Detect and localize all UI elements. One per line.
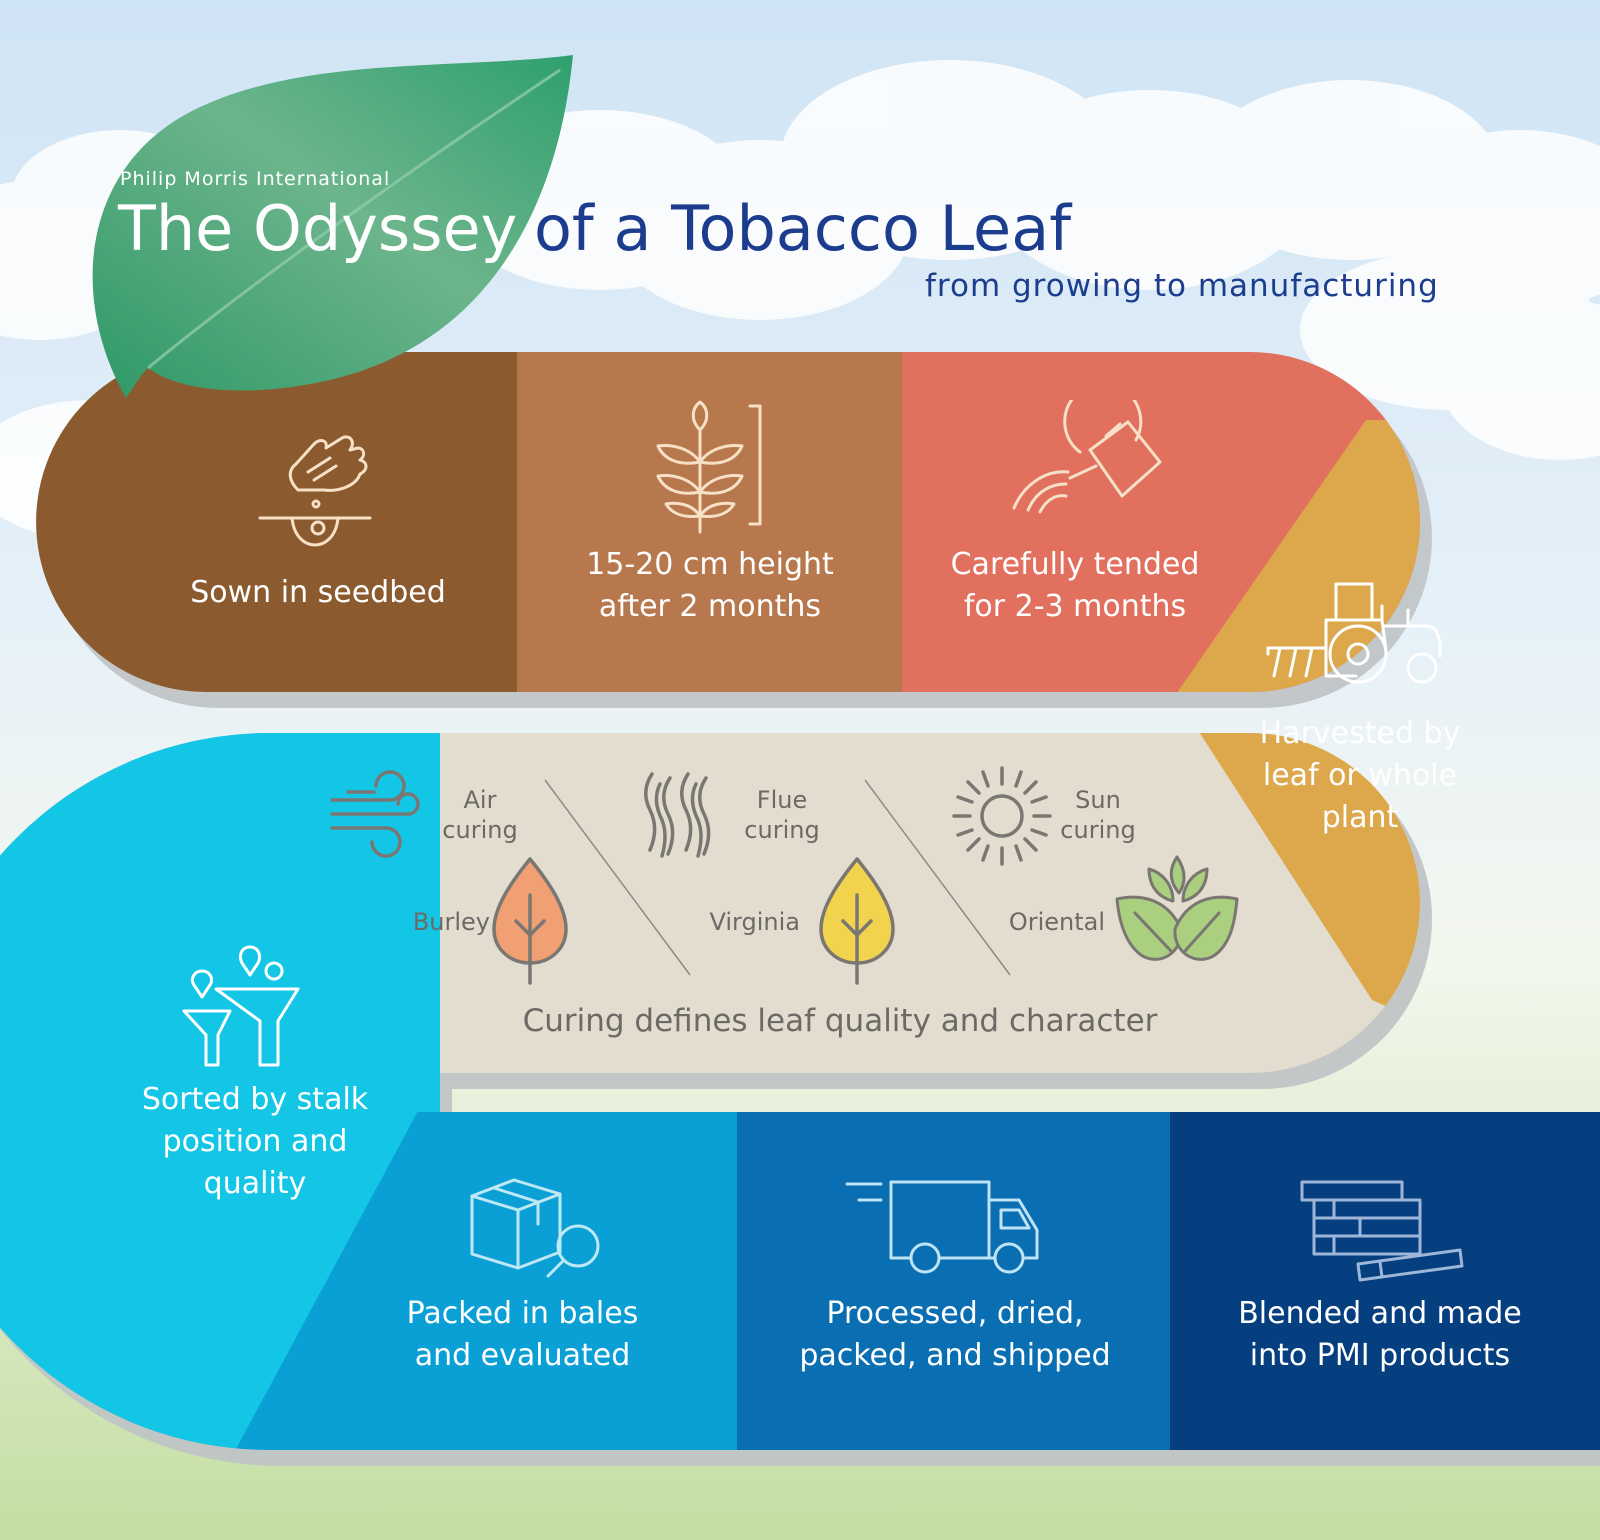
step-growth-line1: 15-20 cm height [586,547,834,582]
leaf-logo [92,55,573,398]
step-sorted-line1: Sorted by stalk [141,1082,369,1117]
method-flue-line1: Flue [756,786,808,814]
band-sown [36,352,517,692]
band-sorted [0,733,440,1450]
band-processed [737,1112,1170,1450]
company-name: Philip Morris International [120,168,391,190]
title-part2: of a Tobacco Leaf [534,192,1072,265]
box-magnifier-icon [470,1178,600,1278]
step-sown-label: Sown in seedbed [190,575,446,610]
sun-icon [952,766,1052,866]
truck-icon [845,1180,1039,1274]
step-packed-line1: Packed in bales [406,1296,639,1331]
step-blended-line1: Blended and made [1238,1296,1522,1331]
step-sorted-line3: quality [203,1166,307,1201]
method-sun-line2: curing [1060,816,1136,844]
curing-caption: Curing defines leaf quality and characte… [522,1003,1158,1039]
method-air-line1: Air [463,786,497,814]
step-sorted-line2: position and [162,1124,348,1159]
watering-can-icon [1012,400,1162,514]
method-flue-line2: curing [744,816,820,844]
title-part1: The Odyssey [118,192,518,265]
variety-oriental: Oriental [1008,908,1105,936]
clouds [0,60,1600,540]
method-air-line2: curing [442,816,518,844]
virginia-leaf-icon [819,857,895,985]
band-harvest-bottom [1172,733,1420,1073]
step-growth-line2: after 2 months [598,589,822,624]
band-blended [1170,1112,1600,1450]
band-growth [517,352,902,692]
tractor-icon [1266,582,1442,684]
step-harvest-line2: leaf or whole [1262,758,1458,793]
cigarettes-stack-icon [1300,1180,1464,1282]
funnels-icon [182,945,300,1067]
step-tended-line2: for 2-3 months [963,589,1187,624]
step-blended-line2: into PMI products [1249,1338,1511,1373]
step-tended-line1: Carefully tended [950,547,1200,582]
step-packed-line2: and evaluated [414,1338,631,1373]
band-harvest-top [1172,420,1420,692]
step-harvest-line1: Harvested by [1259,716,1461,751]
variety-virginia: Virginia [709,908,801,936]
step-harvest-line3: plant [1321,800,1399,835]
wind-icon [330,770,420,858]
step-processed-line2: packed, and shipped [799,1338,1111,1373]
hand-planting-seed-icon [258,435,372,547]
variety-burley: Burley [412,908,490,936]
method-sun-line1: Sun [1075,786,1121,814]
burley-leaf-icon [492,857,568,985]
step-processed-line1: Processed, dried, [826,1296,1084,1331]
heat-waves-icon [644,772,711,858]
oriental-leaves-icon [1115,855,1239,961]
subtitle: from growing to manufacturing [925,268,1439,304]
growing-plant-icon [656,400,762,534]
